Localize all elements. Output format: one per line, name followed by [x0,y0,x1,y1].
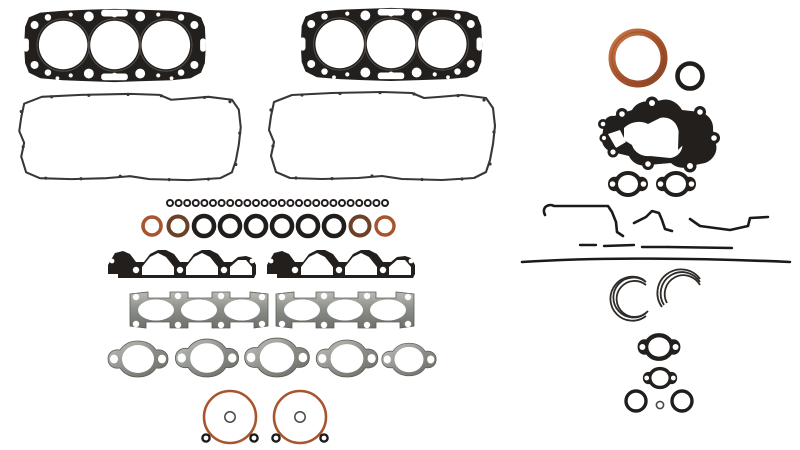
valve-cover-gasket-right [267,89,497,183]
bottom-o-ring-group [624,389,694,413]
rubber-seal-strip-2 [632,209,674,233]
exhaust-manifold-gasket-right [275,291,415,329]
rubber-seal-strip-3 [688,215,770,232]
bottom-o-ring-left [624,389,648,413]
long-seal-strip [520,257,792,264]
seal-dash-4 [666,245,734,250]
head-gasket-left [22,8,207,83]
small-flange-gasket-upper [637,333,681,361]
small-o-ring-row [166,199,389,207]
exhaust-flange-gasket-row [107,337,437,378]
large-o-ring [608,28,668,88]
intake-manifold-gasket-left [108,250,256,278]
rubber-seal-strips [542,203,770,238]
valve-cover-gasket-left [18,91,243,183]
small-flange-gasket-lower [642,366,678,390]
seal-dash-2 [602,243,636,248]
bottom-o-ring-tiny [655,400,665,410]
water-outlet-gasket-left [608,171,648,197]
coiled-seal-ring-right [656,268,701,308]
water-pump-gasket [598,96,720,173]
medium-o-ring [675,61,705,91]
valve-stem-seal-row [141,213,396,239]
crank-seal-ring-left [201,389,259,445]
head-gasket-right [299,7,483,82]
rubber-seal-strip-1 [542,203,625,238]
water-outlet-gasket-right [656,171,696,197]
coiled-seal-ring-left [609,275,649,322]
exhaust-manifold-gasket-left [129,291,269,329]
seal-dashes [578,243,734,250]
bottom-o-ring-right [670,389,694,413]
crank-seal-ring-right [271,389,329,445]
intake-manifold-gasket-right [267,250,415,278]
